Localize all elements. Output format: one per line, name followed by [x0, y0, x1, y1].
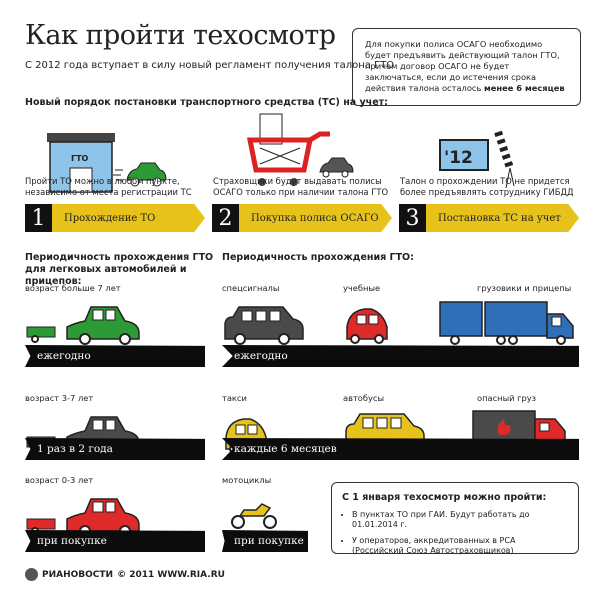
step-label: Прохождение ТО: [52, 204, 205, 232]
shopping-cart-icon: [230, 112, 370, 196]
info-item: У операторов, аккредитованных в РСА (Рос…: [352, 536, 568, 556]
vehicle-label: учебные: [343, 283, 381, 293]
frequency-band: ежегодно: [222, 345, 579, 367]
green-car-trailer-icon: [25, 303, 145, 345]
note-bold: менее 6 месяцев: [484, 83, 565, 93]
step-3-caption: Талон о прохождении ТО не придется более…: [400, 176, 574, 197]
motorcycle-icon: [230, 500, 278, 532]
frequency-band: при покупке: [25, 530, 205, 552]
frequency-band: при покупке: [222, 530, 308, 552]
vehicle-label: спецсигналы: [222, 283, 280, 293]
emergency-car-icon: [222, 303, 307, 345]
step-2-caption: Страховщики будут выдавать полисы ОСАГО …: [213, 176, 389, 197]
subtitle: С 2012 года вступает в силу новый реглам…: [25, 60, 395, 71]
frequency-band: ежегодно: [25, 345, 205, 367]
vehicle-label: опасный груз: [477, 393, 537, 403]
vehicle-label: мотоциклы: [222, 475, 272, 485]
footer-copyright: © 2011 WWW.RIA.RU: [117, 569, 225, 580]
osago-note: Для покупки полиса ОСАГО необходимо буде…: [352, 28, 581, 106]
building-label: ГТО: [71, 154, 89, 163]
vehicle-label: грузовики и прицепы: [477, 283, 572, 293]
license-plate-icon: '12: [430, 130, 540, 194]
note-text: Для покупки полиса ОСАГО необходимо буде…: [365, 39, 560, 93]
gto-building-icon: ГТО: [45, 130, 170, 199]
page-title: Как пройти техосмотр: [25, 20, 336, 51]
truck-trailer-icon: [437, 300, 579, 346]
ria-logo-icon: [25, 568, 38, 581]
frequency-band: каждые 6 месяцев: [222, 438, 579, 460]
age-label: возраст больше 7 лет: [25, 283, 121, 293]
left-heading: Периодичность прохождения ГТО для легков…: [25, 252, 214, 287]
info-box: С 1 января техосмотр можно пройти: В пун…: [331, 482, 579, 556]
vehicle-label: автобусы: [343, 393, 385, 403]
step-label: Постановка ТС на учет: [426, 204, 579, 232]
vehicle-label: такси: [222, 393, 247, 403]
info-item: В пунктах ТО при ГАИ. Будут работать до …: [352, 510, 568, 530]
step-number: 3: [399, 204, 426, 232]
age-label: возраст 0-3 лет: [25, 475, 94, 485]
info-title: С 1 января техосмотр можно пройти:: [342, 492, 547, 503]
order-heading: Новый порядок постановки транспортного с…: [25, 97, 388, 108]
frequency-band: 1 раз в 2 года: [25, 438, 205, 460]
step-1-caption: Пройти ТО можно в любом пункте, независи…: [25, 176, 192, 197]
plate-label: '12: [444, 148, 473, 168]
footer: РИАНОВОСТИ © 2011 WWW.RIA.RU: [25, 568, 225, 581]
step-number: 2: [212, 204, 239, 232]
step-label: Покупка полиса ОСАГО: [239, 204, 392, 232]
footer-brand: РИАНОВОСТИ: [42, 569, 114, 580]
age-label: возраст 3-7 лет: [25, 393, 94, 403]
right-heading: Периодичность прохождения ГТО:: [222, 252, 414, 263]
learner-car-icon: [343, 303, 393, 345]
step-number: 1: [25, 204, 52, 232]
